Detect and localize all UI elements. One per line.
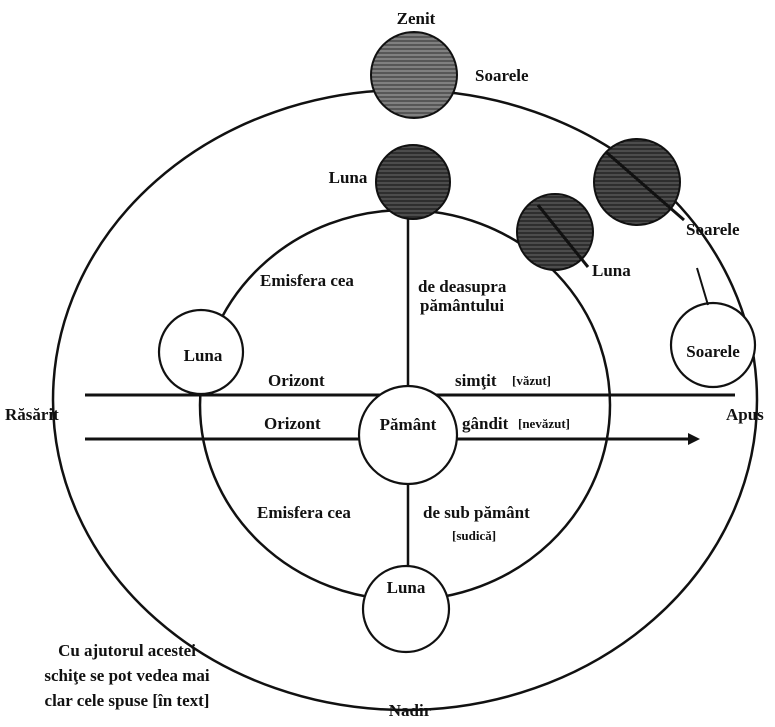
- caption-line3: clar cele spuse [în text]: [45, 691, 210, 710]
- sun-setting-stroke: [696, 267, 709, 306]
- label-zenit: Zenit: [397, 9, 436, 28]
- label-moon-left: Luna: [184, 346, 223, 365]
- label-seen: [văzut]: [512, 373, 551, 388]
- label-sun-upper-right: Soarele: [686, 220, 740, 239]
- label-sun-setting: Soarele: [686, 342, 740, 361]
- moon-left-disc: [157, 308, 245, 396]
- moon-right-stroke: [536, 204, 590, 268]
- label-southern: [sudică]: [452, 528, 496, 543]
- label-horizon-thought: Orizont: [264, 414, 321, 433]
- label-rasarit: Răsărit: [5, 405, 59, 424]
- label-upper-hemisphere: Emisfera cea: [260, 271, 354, 290]
- label-below-earth: de sub pământ: [423, 503, 530, 522]
- label-thought: gândit: [462, 414, 509, 433]
- label-earth: Pământ: [380, 415, 437, 434]
- label-apus: Apus: [726, 405, 764, 424]
- moon-bottom-disc: [361, 564, 451, 654]
- label-moon-bottom: Luna: [387, 578, 426, 597]
- earth-disc: [357, 384, 459, 486]
- label-unseen: [nevăzut]: [518, 416, 570, 431]
- label-moon-right: Luna: [592, 261, 631, 280]
- label-lower-hemisphere: Emisfera cea: [257, 503, 351, 522]
- label-nadir: Nadir: [389, 701, 432, 720]
- label-above-line1: de deasupra: [418, 277, 507, 296]
- sun-zenith-disc: [370, 31, 458, 119]
- caption-line1: Cu ajutorul acestei: [58, 641, 196, 660]
- sun-setting-disc: [669, 301, 757, 389]
- label-sun-zenith: Soarele: [475, 66, 529, 85]
- label-moon-top: Luna: [329, 168, 368, 187]
- moon-top-disc: [375, 144, 451, 220]
- label-horizon-sensed: Orizont: [268, 371, 325, 390]
- label-sensed: simţit: [455, 371, 497, 390]
- sun-upper-right-stroke: [605, 150, 685, 222]
- caption-line2: schiţe se pot vedea mai: [44, 666, 210, 685]
- horizon-arrowhead: [688, 433, 700, 445]
- label-above-line2: pământului: [420, 296, 504, 315]
